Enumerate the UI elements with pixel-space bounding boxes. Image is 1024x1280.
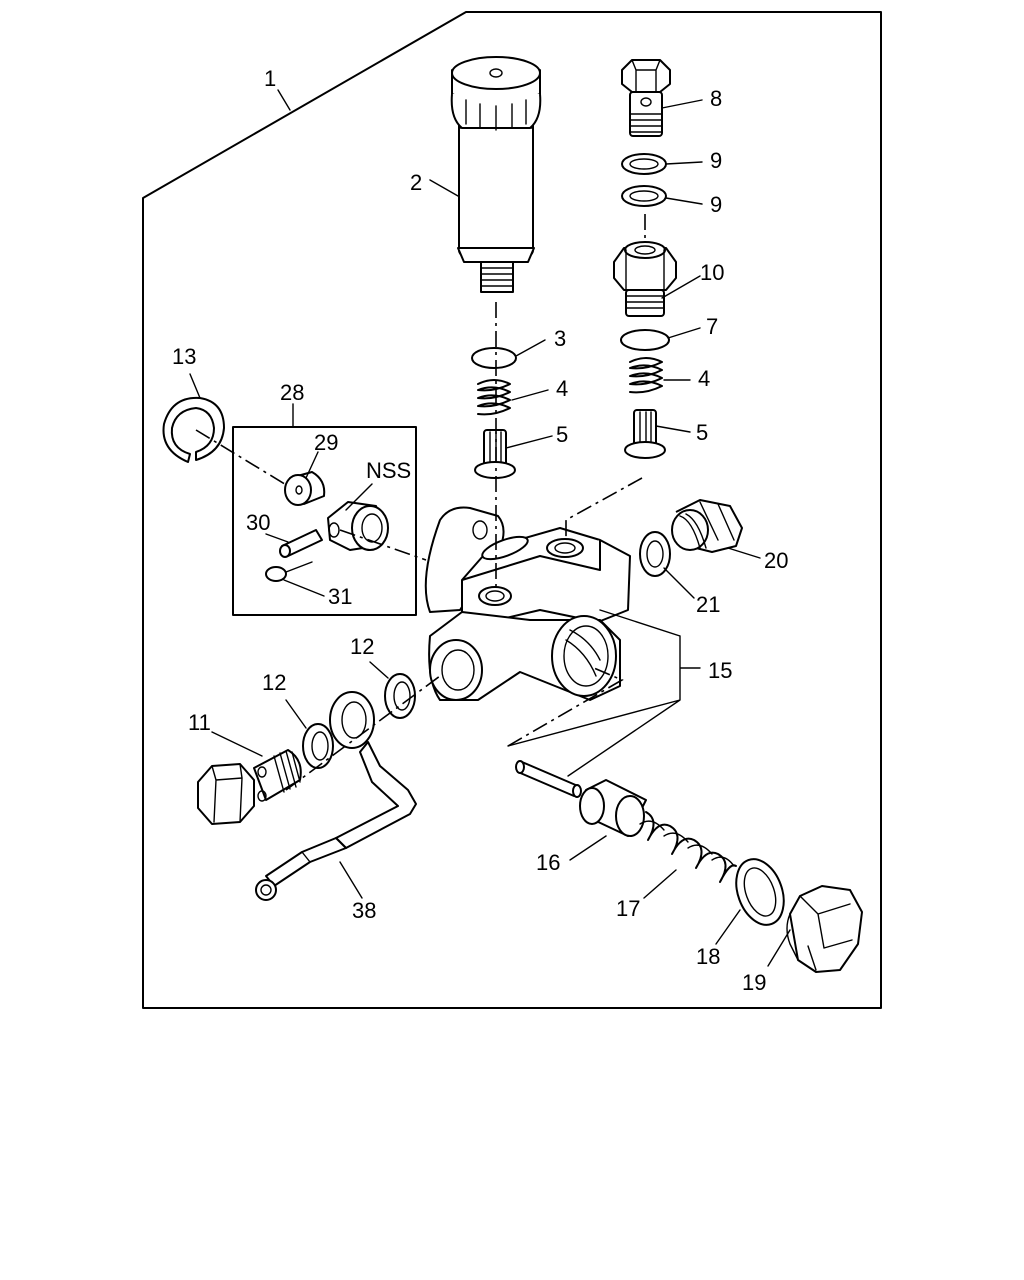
oring-part-3 — [471, 347, 517, 369]
callout-12-left: 12 — [262, 670, 286, 695]
callout-3: 3 — [554, 326, 566, 351]
spring-part-4-left — [477, 379, 511, 416]
leader-10 — [661, 275, 701, 299]
leader-16 — [569, 835, 607, 861]
washer-part-9-lower — [621, 185, 667, 207]
callout-38: 38 — [352, 898, 376, 923]
washer-part-12-right — [384, 673, 416, 719]
leader-21 — [663, 567, 695, 599]
callout-30: 30 — [246, 510, 270, 535]
callout-13: 13 — [172, 344, 196, 369]
callout-21: 21 — [696, 592, 720, 617]
plug-part-20 — [671, 499, 743, 553]
callout-7: 7 — [706, 314, 718, 339]
spring-part-4-right — [629, 357, 663, 394]
leader-5b — [655, 425, 691, 433]
washer-part-9-upper — [621, 153, 667, 175]
bushing-part-29 — [284, 471, 326, 506]
callout-29: 29 — [314, 430, 338, 455]
leader-9a — [665, 161, 703, 165]
leader-1 — [277, 89, 291, 111]
callout-8: 8 — [710, 86, 722, 111]
bolt-part-8 — [621, 59, 671, 137]
callout-20: 20 — [764, 548, 788, 573]
leader-38 — [339, 861, 363, 899]
callout-5-left: 5 — [556, 422, 568, 447]
leader-12a — [285, 699, 307, 729]
leader-13 — [189, 373, 201, 399]
callout-10: 10 — [700, 260, 724, 285]
centerline-right-valve-to-body — [565, 477, 643, 540]
callout-19: 19 — [742, 970, 766, 995]
centerline-left-fittings — [285, 675, 441, 791]
leader-7 — [667, 327, 701, 339]
callout-nss: NSS — [366, 458, 411, 483]
callout-4-right: 4 — [698, 366, 710, 391]
spring-part-17 — [639, 811, 737, 883]
callout-5-right: 5 — [696, 420, 708, 445]
callout-9-upper: 9 — [710, 148, 722, 173]
valve-part-5-right — [624, 409, 666, 459]
centerline-lower-right — [507, 667, 624, 747]
leader-31 — [283, 579, 325, 597]
leader-17 — [643, 869, 677, 899]
assembly-frame — [142, 11, 882, 1009]
callout-4-left: 4 — [556, 376, 568, 401]
plug-part-19 — [786, 885, 863, 973]
leader-15 — [507, 609, 701, 777]
pump-body — [424, 506, 631, 701]
leader-3 — [515, 339, 546, 357]
leader-2 — [429, 179, 459, 197]
leader-8 — [661, 99, 703, 109]
callout-18: 18 — [696, 944, 720, 969]
subassembly-box-28 — [232, 426, 417, 616]
washer-part-12-left — [302, 723, 334, 769]
leader-19 — [767, 929, 791, 967]
callout-16: 16 — [536, 850, 560, 875]
priming-pump-part-2 — [450, 56, 542, 293]
leader-5a — [505, 435, 553, 449]
callout-15: 15 — [708, 658, 732, 683]
sleeve-part-16 — [579, 779, 647, 837]
leader-12b — [369, 661, 389, 679]
callout-2: 2 — [410, 170, 422, 195]
leader-20 — [727, 547, 761, 559]
pin-part-31 — [265, 561, 313, 582]
leader-30 — [265, 533, 289, 543]
callout-9-lower: 9 — [710, 192, 722, 217]
callout-11: 11 — [188, 710, 211, 735]
callout-31: 31 — [328, 584, 352, 609]
washer-part-21 — [639, 531, 671, 577]
callout-12-right: 12 — [350, 634, 374, 659]
washer-part-18 — [735, 858, 785, 926]
callout-28: 28 — [280, 380, 304, 405]
centerline-subassembly — [195, 429, 427, 561]
snap-ring-part-13 — [162, 396, 225, 463]
pin-part-15 — [515, 760, 582, 798]
pipe-part-38 — [255, 691, 417, 901]
leader-18 — [715, 909, 741, 945]
leader-11 — [211, 731, 263, 757]
valve-holder-part-10 — [613, 241, 677, 317]
pin-part-30 — [279, 529, 323, 558]
valve-part-5-left — [474, 429, 516, 479]
leader-29 — [305, 451, 319, 479]
banjo-bolt-part-11 — [197, 749, 302, 825]
callout-1: 1 — [264, 66, 276, 91]
leader-nss — [345, 483, 373, 511]
oring-part-7 — [620, 329, 670, 351]
callout-17: 17 — [616, 896, 640, 921]
leader-4a — [511, 389, 549, 401]
leader-9b — [665, 197, 703, 205]
